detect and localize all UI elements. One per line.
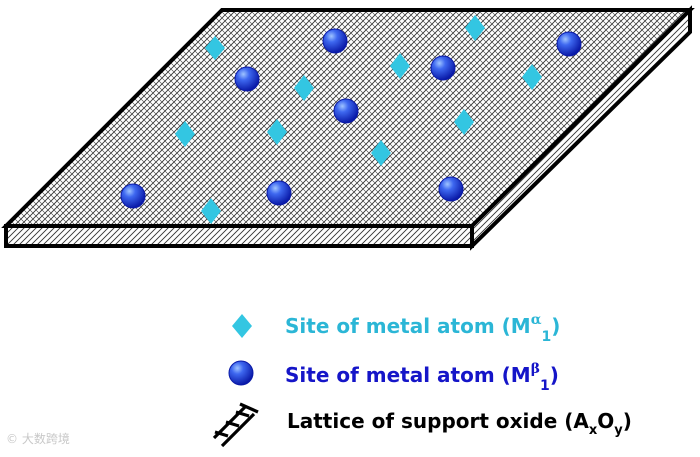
oxide-slab	[1, 5, 695, 251]
legend-diamond-icon	[232, 314, 252, 338]
diamond-icon	[522, 64, 542, 90]
legend-beta-label: Site of metal atom (Mβ1)	[285, 361, 559, 394]
diamond-icon	[175, 121, 195, 147]
diamond-icon	[294, 75, 314, 101]
diamond-icon	[371, 140, 391, 166]
sphere-icon	[322, 28, 348, 54]
diamond-icon	[201, 198, 221, 224]
sphere-icon	[333, 98, 359, 124]
legend-oxide-label: Lattice of support oxide (AxOy)	[287, 409, 632, 438]
diamond-icon	[267, 119, 287, 145]
slab-side-face	[470, 5, 692, 251]
sphere-icon	[430, 55, 456, 81]
diamond-icon	[454, 109, 474, 135]
lattice-icon	[212, 402, 259, 448]
alpha-sites	[175, 15, 542, 224]
diamond-icon	[205, 36, 225, 60]
sphere-icon	[266, 180, 292, 206]
diamond-icon	[390, 53, 410, 79]
legend: Site of metal atom (Mα1) Site of metal a…	[212, 312, 632, 448]
sphere-icon	[438, 176, 464, 202]
legend-alpha-label: Site of metal atom (Mα1)	[285, 312, 560, 345]
legend-sphere-icon	[228, 360, 254, 386]
sphere-icon	[234, 66, 260, 92]
watermark: © 大数跨境	[6, 432, 70, 446]
sphere-icon	[120, 183, 146, 209]
beta-sites	[120, 28, 582, 209]
slab-front-face	[4, 224, 474, 248]
diamond-icon	[465, 15, 485, 41]
sphere-icon	[556, 31, 582, 57]
